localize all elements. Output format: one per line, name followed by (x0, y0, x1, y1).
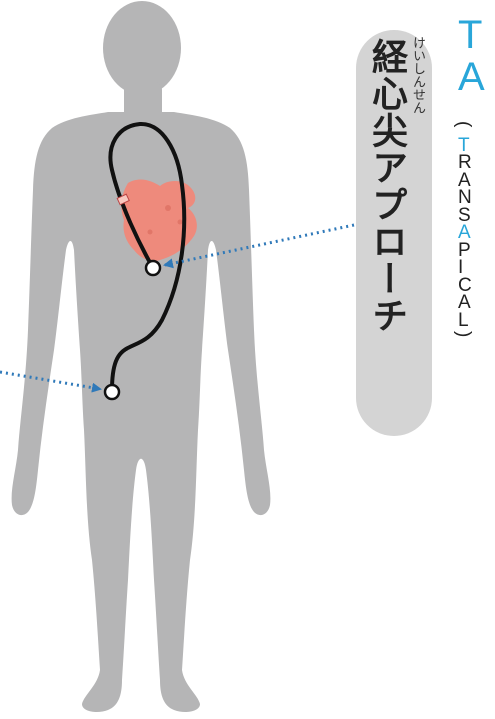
acronym-close-paren: ) (455, 331, 473, 345)
acronym-letter-8: I (458, 259, 472, 277)
acronym-letter-2: R (458, 154, 472, 172)
approach-title: 経心尖アプローチ (367, 38, 406, 334)
human-body-silhouette-icon (12, 1, 271, 712)
acronym-letter-10: A (458, 294, 472, 312)
approach-ruby: けいしんせん (406, 36, 424, 114)
acronym-letter-4: N (458, 189, 472, 207)
acronym-letter-top-1: T (458, 14, 485, 56)
acronym-letter-top-2: A (458, 56, 485, 98)
acronym-letter-11: L (458, 312, 472, 330)
acronym-expansion: ( T R A N S A P I C A L ) (458, 119, 472, 347)
acronym-letter-6: A (458, 224, 472, 242)
femoral-entry-marker-icon (105, 385, 119, 399)
acronym-heading: T A (458, 14, 485, 98)
apex-entry-marker-icon (146, 261, 160, 275)
acronym-open-paren: ( (455, 121, 473, 135)
